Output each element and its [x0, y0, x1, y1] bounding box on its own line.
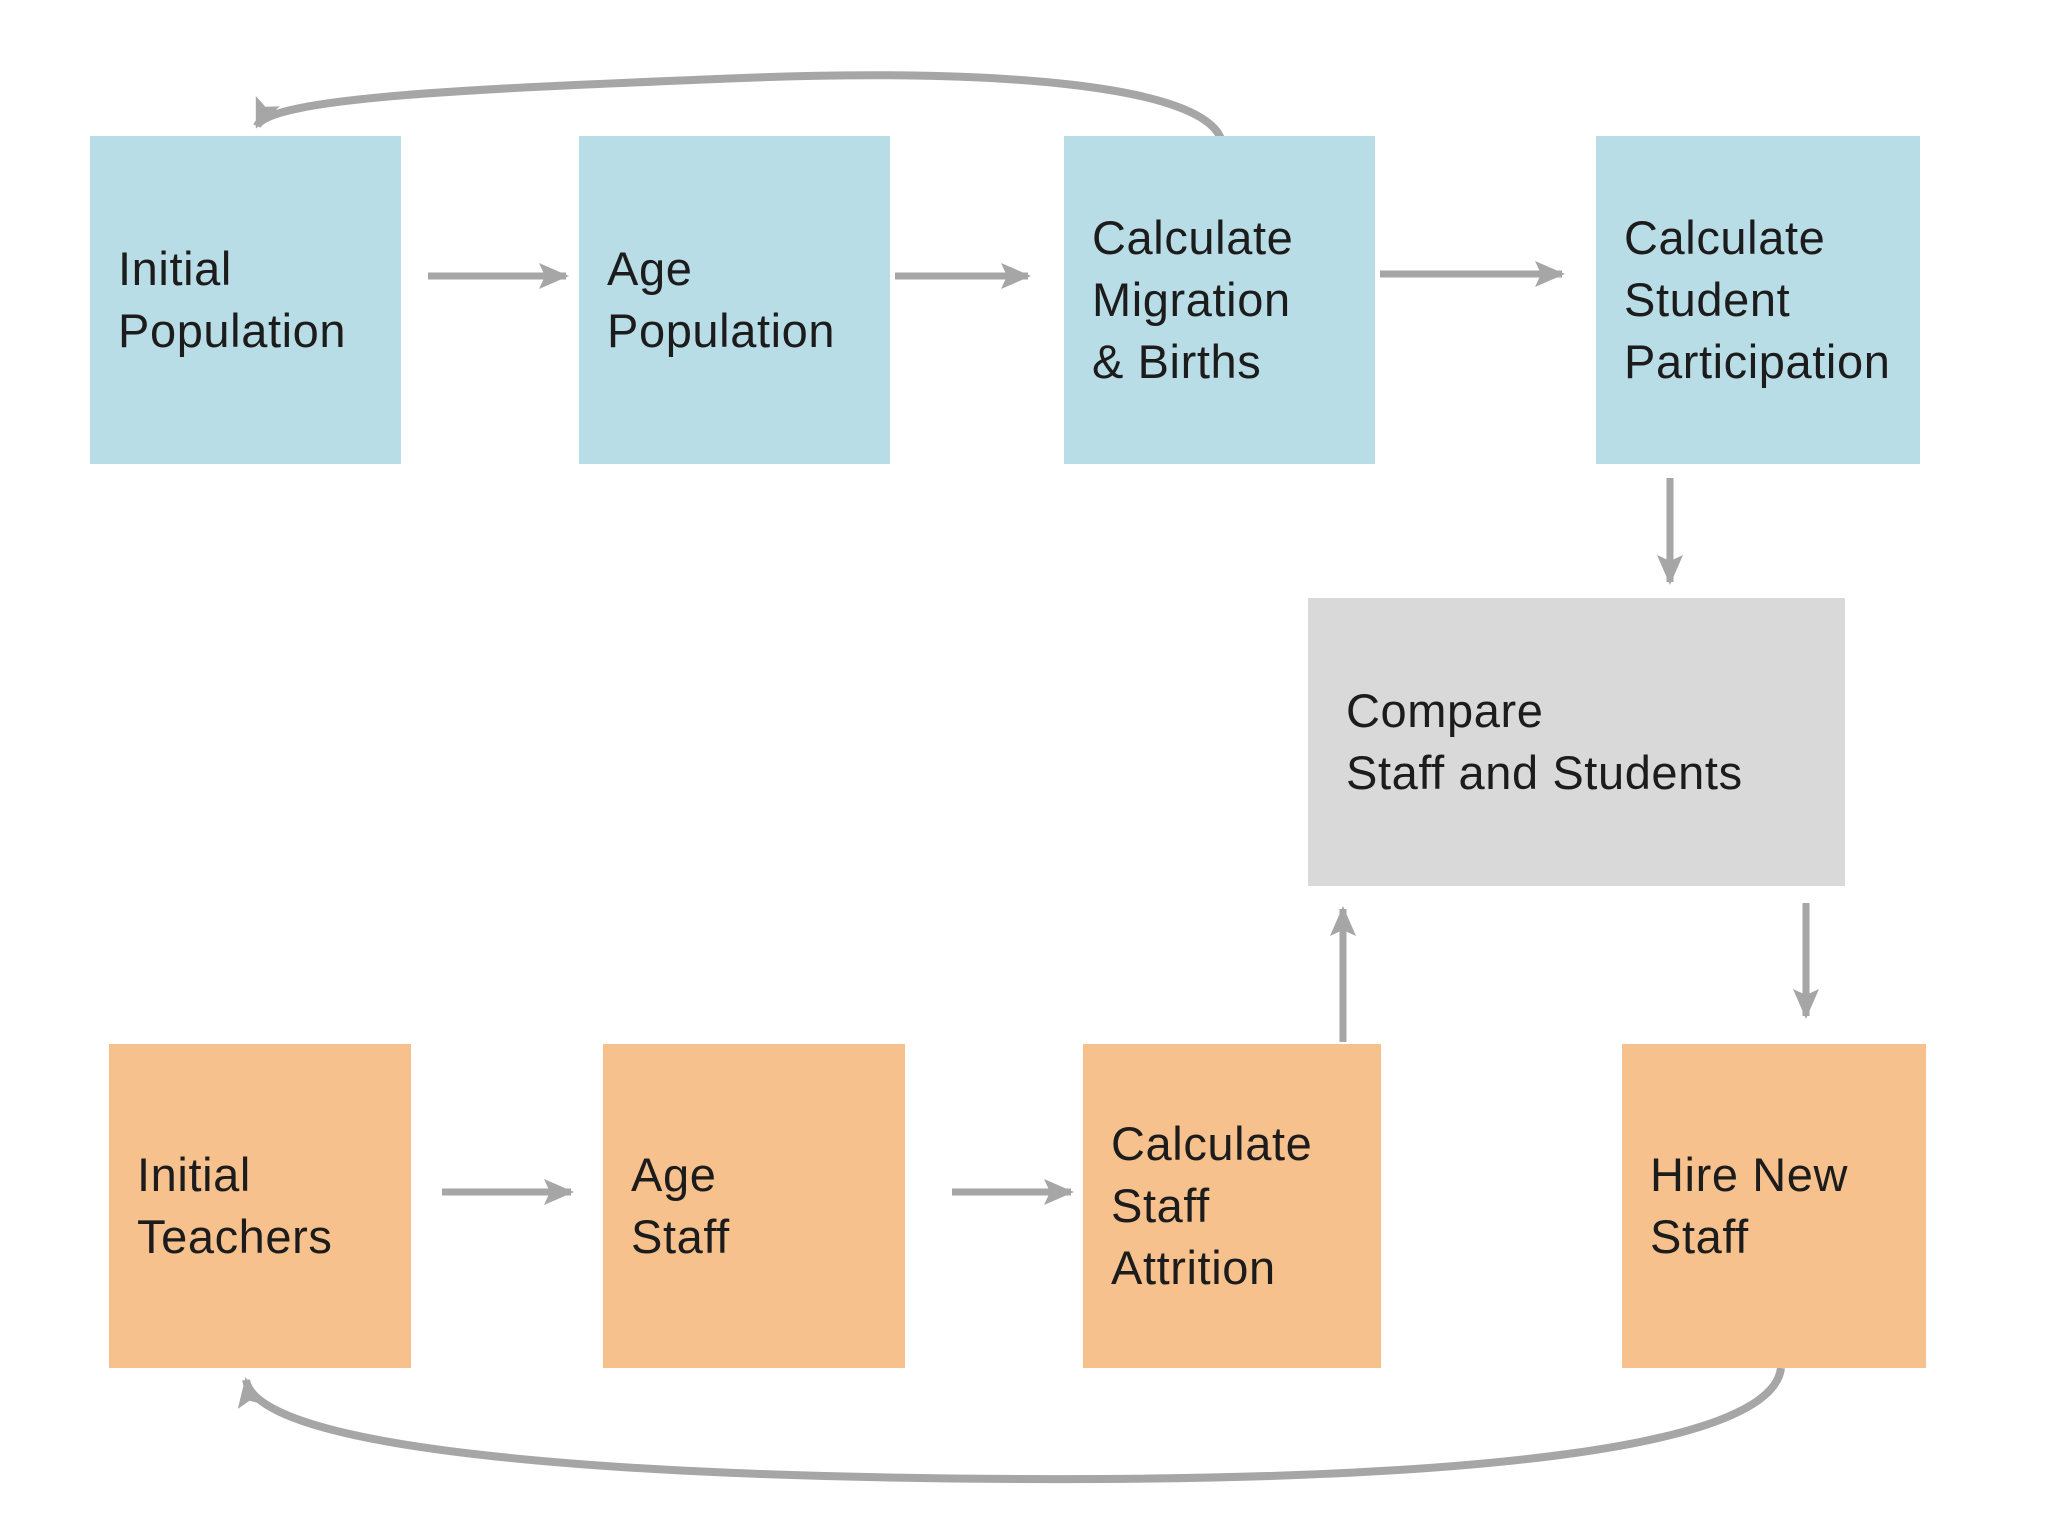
edge-hire-new-staff-loop-back-to-initial-teachers	[237, 1367, 1785, 1484]
node-initial-population: Initial Population	[90, 136, 401, 464]
node-initial-teachers-label: Initial Teachers	[137, 1147, 333, 1263]
edge-migration-loop-back-to-initial-population	[253, 71, 1226, 144]
node-calculate-migration-births-label: Calculate Migration & Births	[1092, 210, 1294, 389]
node-compare-staff-and-students-label: Compare Staff and Students	[1346, 683, 1743, 799]
node-hire-new-staff: Hire New Staff	[1622, 1044, 1926, 1368]
node-calculate-student-participation-label: Calculate Student Participation	[1624, 210, 1891, 389]
node-calculate-migration-births: Calculate Migration & Births	[1064, 136, 1375, 464]
node-age-population: Age Population	[579, 136, 890, 464]
node-age-staff-label: Age Staff	[631, 1147, 730, 1263]
node-initial-teachers: Initial Teachers	[109, 1044, 411, 1368]
node-hire-new-staff-label: Hire New Staff	[1650, 1147, 1849, 1263]
node-age-staff: Age Staff	[603, 1044, 905, 1368]
node-age-population-label: Age Population	[607, 241, 836, 357]
node-calculate-staff-attrition-label: Calculate Staff Attrition	[1111, 1116, 1313, 1295]
node-compare-staff-and-students: Compare Staff and Students	[1308, 598, 1845, 886]
node-initial-population-label: Initial Population	[118, 241, 347, 357]
node-calculate-staff-attrition: Calculate Staff Attrition	[1083, 1044, 1381, 1368]
node-calculate-student-participation: Calculate Student Participation	[1596, 136, 1920, 464]
